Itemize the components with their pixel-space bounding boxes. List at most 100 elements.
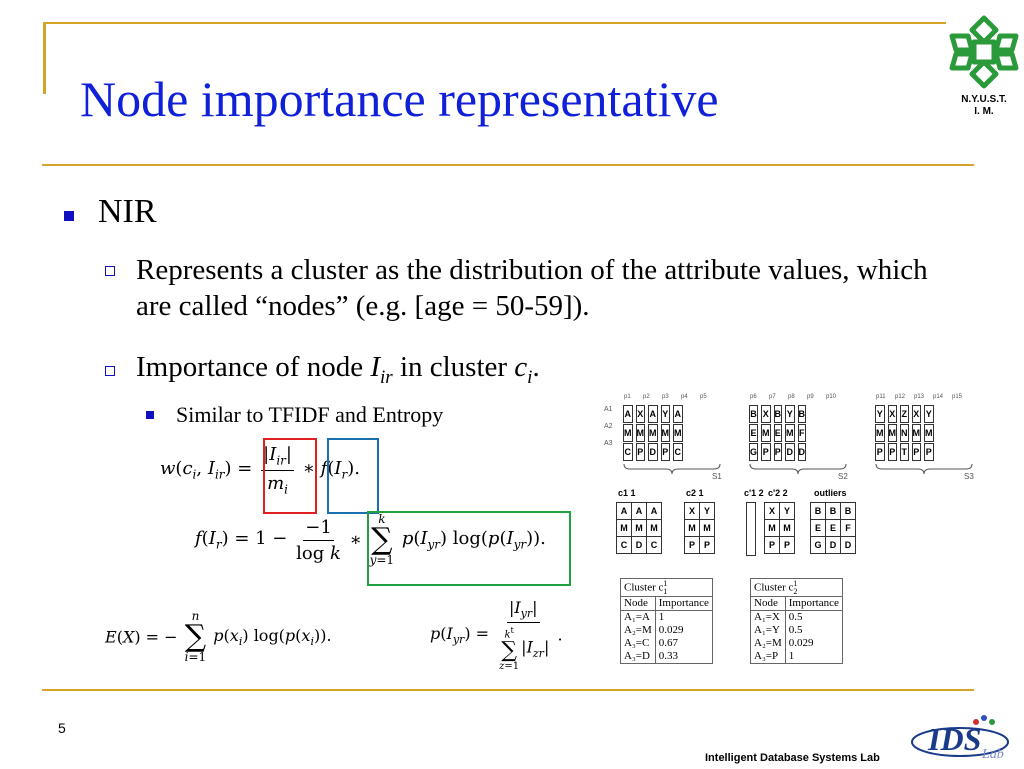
point-label: p6 <box>750 394 757 400</box>
node-subscript: ir <box>380 366 393 388</box>
slide-label: S2 <box>838 472 848 481</box>
bullet-marker-level2-a <box>105 266 115 276</box>
grid-cell: M <box>660 424 670 442</box>
slide-brace <box>623 463 721 475</box>
grid-cell: C <box>673 443 683 461</box>
cluster-cell: M <box>684 519 700 537</box>
grid-cell: A <box>673 405 683 423</box>
table2-title: Cluster c21 <box>750 578 843 597</box>
logo-caption: N.Y.U.S.T. I. M. <box>948 94 1020 118</box>
grid-cell: M <box>635 424 645 442</box>
cluster-cell: P <box>684 536 700 554</box>
point-label: p8 <box>788 394 795 400</box>
bullet-similar-tfidf: Similar to TFIDF and Entropy <box>176 402 444 427</box>
point-label: p7 <box>769 394 776 400</box>
grid-cell: P <box>911 443 921 461</box>
left-accent-rule <box>43 22 46 94</box>
grid-cell: B <box>773 405 783 423</box>
node-var: I <box>370 351 380 383</box>
cluster-label-c22: c'2 2 <box>768 488 788 498</box>
grid-cell: G <box>749 443 759 461</box>
bullet-marker-level3 <box>146 411 154 419</box>
cluster-cell: Y <box>699 502 715 520</box>
svg-text:Lab: Lab <box>981 747 1004 762</box>
cluster-cell: X <box>684 502 700 520</box>
cluster-cell: P <box>779 536 795 554</box>
point-label: p2 <box>643 394 650 400</box>
importance-cell: 0.5 <box>784 623 843 637</box>
logo-caption-line2: I. M. <box>974 106 994 117</box>
ids-lab-logo: IDS Lab <box>910 712 1020 764</box>
cluster-cell: M <box>616 519 632 537</box>
formula-entropy: E(X) = − n∑i=1 p(xi) log(p(xi)). <box>105 609 332 664</box>
grid-cell: P <box>761 443 771 461</box>
nyust-logo-icon <box>949 15 1019 89</box>
grid-cell: D <box>797 443 807 461</box>
cluster-cell: B <box>810 502 826 520</box>
importance-cell: 0.029 <box>784 636 843 650</box>
grid-cell: M <box>785 424 795 442</box>
grid-cell: Y <box>875 405 885 423</box>
footer-lab-name: Intelligent Database Systems Lab <box>705 752 880 764</box>
grid-cell: M <box>924 424 934 442</box>
point-label: p9 <box>807 394 814 400</box>
cluster-cell: D <box>825 536 841 554</box>
point-label: p11 <box>876 394 886 400</box>
highlight-box-red <box>263 438 317 514</box>
bullet-nir: NIR <box>98 193 157 230</box>
cluster-cell: B <box>825 502 841 520</box>
cluster-cell: B <box>840 502 856 520</box>
cluster-cell: C <box>616 536 632 554</box>
point-label: p14 <box>933 394 944 400</box>
node-cell: A₁=A <box>620 610 656 624</box>
importance-cell: 1 <box>784 649 843 664</box>
grid-cell: M <box>623 424 633 442</box>
top-rule <box>44 22 946 24</box>
attribute-label: A3 <box>604 440 613 447</box>
grid-cell: P <box>635 443 645 461</box>
importance-cell: 0.5 <box>784 610 843 624</box>
cluster-var: c <box>514 351 528 383</box>
formula-p-iyr: p(Iyr) = |Iyr|kt∑z=1|Izr| . <box>430 598 563 672</box>
svg-text:IDS: IDS <box>927 721 981 757</box>
importance-mid: in cluster <box>392 351 515 383</box>
grid-cell: M <box>875 424 885 442</box>
grid-cell: M <box>673 424 683 442</box>
grid-cell: X <box>887 405 897 423</box>
slide-label: S1 <box>712 472 722 481</box>
grid-cell: P <box>773 443 783 461</box>
cluster-cell: A <box>646 502 662 520</box>
grid-cell: C <box>623 443 633 461</box>
grid-cell: F <box>797 424 807 442</box>
grid-cell: P <box>887 443 897 461</box>
grid-cell: M <box>911 424 921 442</box>
cluster-cell: D <box>631 536 647 554</box>
cluster-cell: X <box>764 502 780 520</box>
grid-cell: D <box>648 443 658 461</box>
table-header: Node <box>620 595 656 611</box>
grid-cell: Z <box>900 405 909 423</box>
cluster-cell: A <box>631 502 647 520</box>
cluster-cell: M <box>699 519 715 537</box>
importance-cell: 0.33 <box>654 649 713 664</box>
bullet-marker-level1 <box>64 211 74 221</box>
node-cell: A₃=P <box>750 649 786 664</box>
bullet-marker-level2-b <box>105 366 115 376</box>
grid-cell: M <box>648 424 658 442</box>
importance-cell: 1 <box>654 610 713 624</box>
point-label: p3 <box>662 394 669 400</box>
table1-title: Cluster c11 <box>620 578 713 597</box>
grid-cell: M <box>887 424 897 442</box>
cluster-label-c11: c1 1 <box>618 488 636 498</box>
grid-cell: E <box>749 424 759 442</box>
